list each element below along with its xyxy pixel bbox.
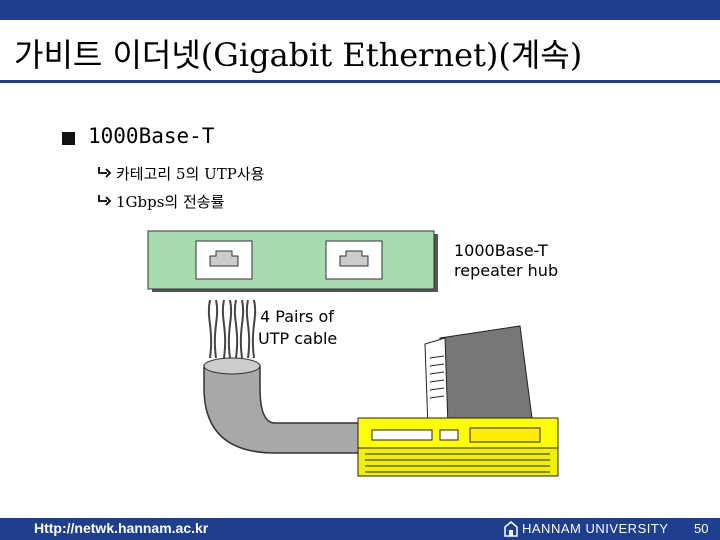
utp-cable xyxy=(203,357,371,454)
sub-bullet-2: 1Gbps의 전송률 xyxy=(96,191,224,212)
footer-bar xyxy=(0,518,720,540)
hub-label-line1: 1000Base-T xyxy=(454,241,548,260)
curved-arrow-icon xyxy=(98,167,112,178)
page-number: 50 xyxy=(694,521,709,536)
sub-bullet-1-text: 카테고리 5의 UTP사용 xyxy=(116,165,265,183)
university-logo-icon xyxy=(504,521,518,537)
network-diagram: 1000Base-T repeater hub 4 Pairs of UTP c… xyxy=(147,230,559,477)
square-bullet-icon xyxy=(62,132,75,145)
sub-bullet-1: 카테고리 5의 UTP사용 xyxy=(96,163,264,184)
main-bullet-text: 1000Base-T xyxy=(88,124,215,148)
cable-label-line2: UTP cable xyxy=(258,329,337,348)
cable-label-line1: 4 Pairs of xyxy=(260,307,334,326)
repeater-hub xyxy=(147,230,438,292)
title-underline xyxy=(0,80,720,83)
slide-title: 가비트 이더넷(Gigabit Ethernet)(계속) xyxy=(14,36,583,74)
sub-bullet-2-text: 1Gbps의 전송률 xyxy=(116,193,225,211)
hub-label-line2: repeater hub xyxy=(454,261,558,280)
top-accent-bar xyxy=(0,0,720,20)
footer-university: HANNAM UNIVERSITY xyxy=(522,521,669,536)
computer xyxy=(357,325,559,477)
footer-url-link[interactable]: Http://netwk.hannam.ac.kr xyxy=(34,520,209,536)
curved-arrow-icon xyxy=(98,195,112,206)
utp-wire-pairs xyxy=(207,299,257,359)
